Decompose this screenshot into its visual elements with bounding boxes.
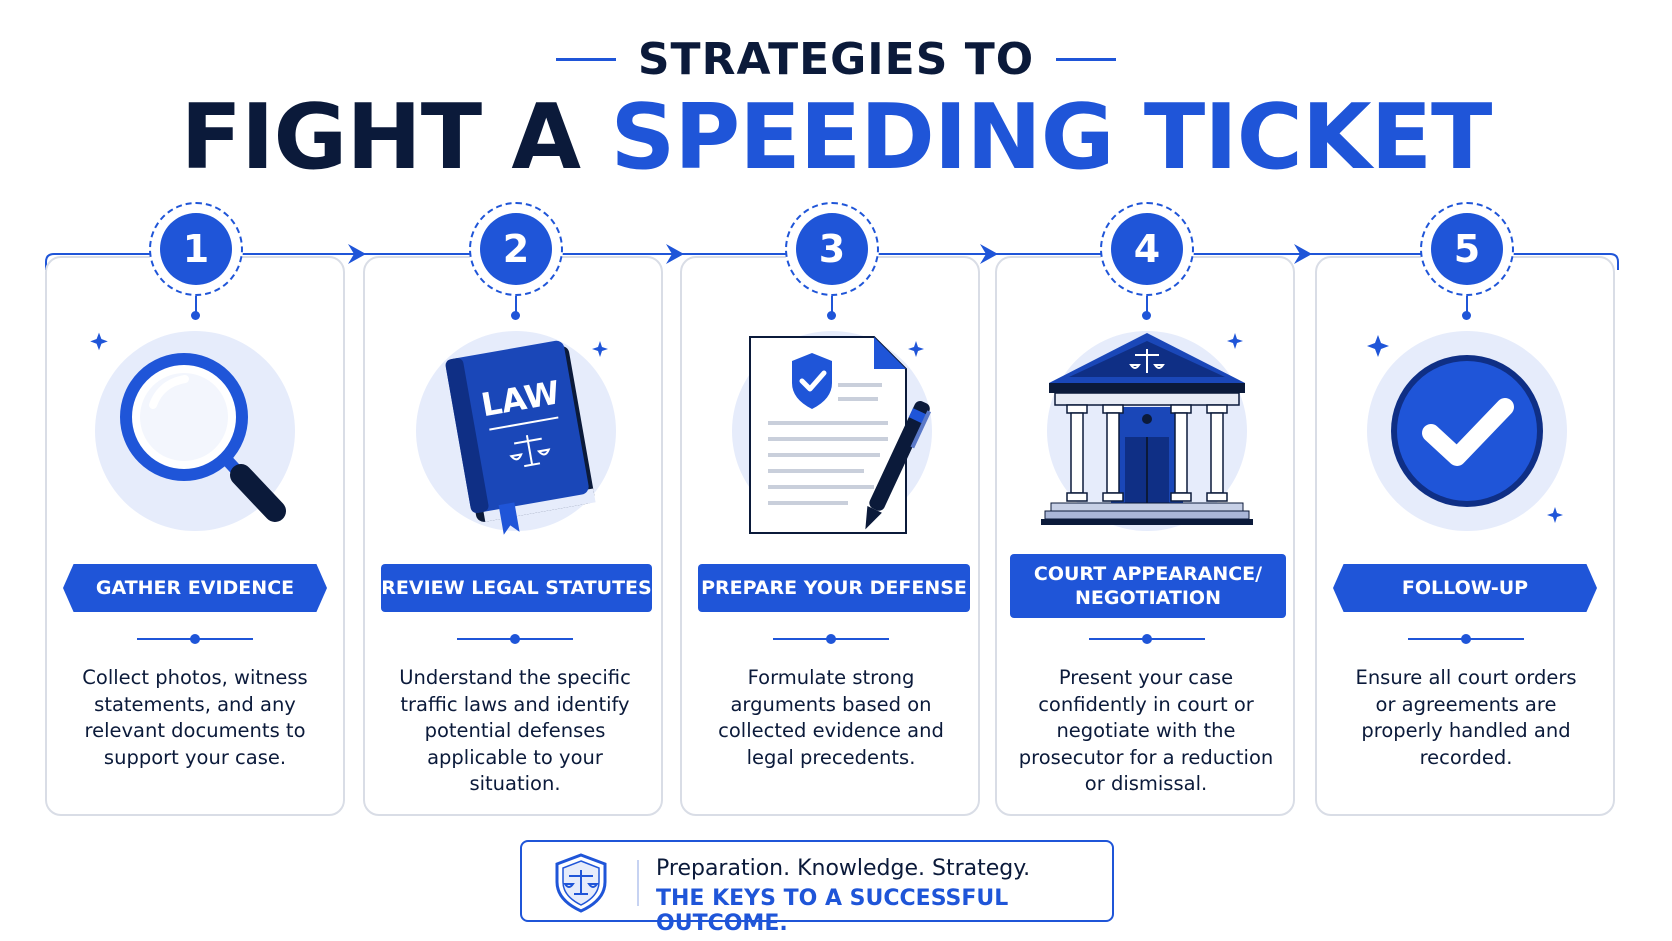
kicker-line-right <box>1056 57 1117 61</box>
document-pen-icon <box>732 331 932 534</box>
courthouse-icon <box>1041 331 1253 531</box>
step-title-1: GATHER EVIDENCE <box>63 564 327 612</box>
step-stem-1 <box>195 296 197 314</box>
kicker-row: STRATEGIES TO <box>0 33 1672 85</box>
footer-slogan: THE KEYS TO A SUCCESSFUL OUTCOME. <box>656 886 1009 936</box>
step-stem-5 <box>1466 296 1468 314</box>
kicker-line-left <box>555 57 616 61</box>
arrow-icon <box>666 244 684 264</box>
arrow-icon <box>348 244 366 264</box>
step-number-4: 4 <box>1111 213 1183 285</box>
step-stem-3 <box>831 296 833 314</box>
step-description-2: Understand the specific traffic laws and… <box>399 666 631 795</box>
step-divider-dot-4 <box>1142 634 1152 644</box>
step-description-1: Collect photos, witness statements, and … <box>82 666 308 769</box>
main-title-dark: FIGHT A <box>180 85 582 190</box>
step-stem-dot-4 <box>1142 311 1151 320</box>
step-number-ring-4: 4 <box>1100 202 1194 296</box>
step-number-ring-3: 3 <box>785 202 879 296</box>
step-title-3: PREPARE YOUR DEFENSE <box>698 564 970 612</box>
arrow-icon <box>1294 244 1312 264</box>
step-description-4: Present your case confidently in court o… <box>1018 666 1274 795</box>
step-stem-4 <box>1146 296 1148 314</box>
step-number-2: 2 <box>480 213 552 285</box>
step-stem-dot-5 <box>1462 311 1471 320</box>
law-book-icon: LAW <box>416 331 616 535</box>
step-divider-dot-5 <box>1461 634 1471 644</box>
arrow-icon <box>980 244 998 264</box>
magnifying-glass-icon <box>90 331 295 531</box>
step-number-ring-1: 1 <box>149 202 243 296</box>
step-stem-dot-3 <box>827 311 836 320</box>
footer-tagline: Preparation. Knowledge. Strategy. <box>656 856 1031 881</box>
step-description-3: Formulate strong arguments based on coll… <box>718 666 944 769</box>
step-title-5: FOLLOW-UP <box>1333 564 1597 612</box>
kicker-title: STRATEGIES TO <box>637 33 1035 85</box>
step-number-3: 3 <box>796 213 868 285</box>
shield-scales-icon <box>555 853 607 913</box>
step-stem-dot-2 <box>511 311 520 320</box>
step-title-4: COURT APPEARANCE/ NEGOTIATION <box>1010 554 1286 618</box>
footer-banner: Preparation. Knowledge. Strategy. THE KE… <box>520 840 1114 936</box>
step-divider-dot-3 <box>826 634 836 644</box>
step-stem-dot-1 <box>191 311 200 320</box>
checkmark-circle-icon <box>1367 331 1567 531</box>
main-title-blue: SPEEDING TICKET <box>610 85 1492 190</box>
step-number-ring-5: 5 <box>1420 202 1514 296</box>
step-description-5: Ensure all court orders or agreements ar… <box>1355 666 1577 769</box>
step-number-ring-2: 2 <box>469 202 563 296</box>
footer-separator <box>637 860 639 906</box>
main-title: FIGHT A SPEEDING TICKET <box>0 88 1672 188</box>
step-divider-dot-2 <box>510 634 520 644</box>
step-divider-dot-1 <box>190 634 200 644</box>
step-stem-2 <box>515 296 517 314</box>
step-title-2: REVIEW LEGAL STATUTES <box>381 564 652 612</box>
step-number-5: 5 <box>1431 213 1503 285</box>
step-number-1: 1 <box>160 213 232 285</box>
